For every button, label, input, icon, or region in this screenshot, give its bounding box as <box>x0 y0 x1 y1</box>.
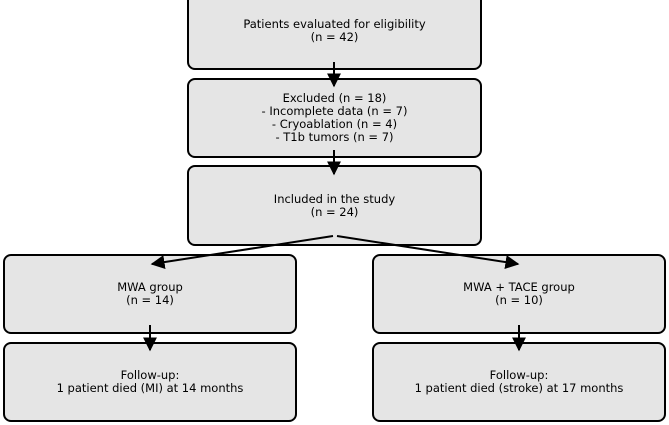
included-count: (n = 24) <box>310 204 359 219</box>
mwa-followup-title: Follow-up: <box>120 368 180 382</box>
mwa-followup-box: Follow-up: 1 patient died (MI) at 14 mon… <box>3 342 297 422</box>
mwa-group-count: (n = 14) <box>126 293 174 307</box>
evaluated-title: Patients evaluated for eligibility <box>243 17 426 31</box>
excluded-title: Excluded (n = 18) <box>282 91 387 105</box>
mwa-tace-followup-text: 1 patient died (stroke) at 17 months <box>414 381 624 395</box>
mwa-group-title: MWA group <box>117 280 183 294</box>
mwa-tace-followup-title: Follow-up: <box>489 368 549 382</box>
excluded-reason-t1b: - T1b tumors (n = 7) <box>275 130 394 144</box>
mwa-followup-text: 1 patient died (MI) at 14 months <box>56 381 244 395</box>
excluded-reason-incomplete: - Incomplete data (n = 7) <box>261 104 408 118</box>
evaluated-box: Patients evaluated for eligibility (n = … <box>187 0 482 70</box>
arrow-included-to-mwa <box>150 235 334 269</box>
mwa-group-box: MWA group (n = 14) <box>3 254 297 334</box>
arrow-included-to-mwa-tace <box>336 235 520 269</box>
excluded-reason-cryoablation: - Cryoablation (n = 4) <box>271 117 398 131</box>
included-title: Included in the study <box>273 191 396 206</box>
mwa-tace-group-title: MWA + TACE group <box>463 280 575 294</box>
mwa-tace-group-count: (n = 10) <box>495 293 543 307</box>
evaluated-count: (n = 42) <box>310 30 359 44</box>
